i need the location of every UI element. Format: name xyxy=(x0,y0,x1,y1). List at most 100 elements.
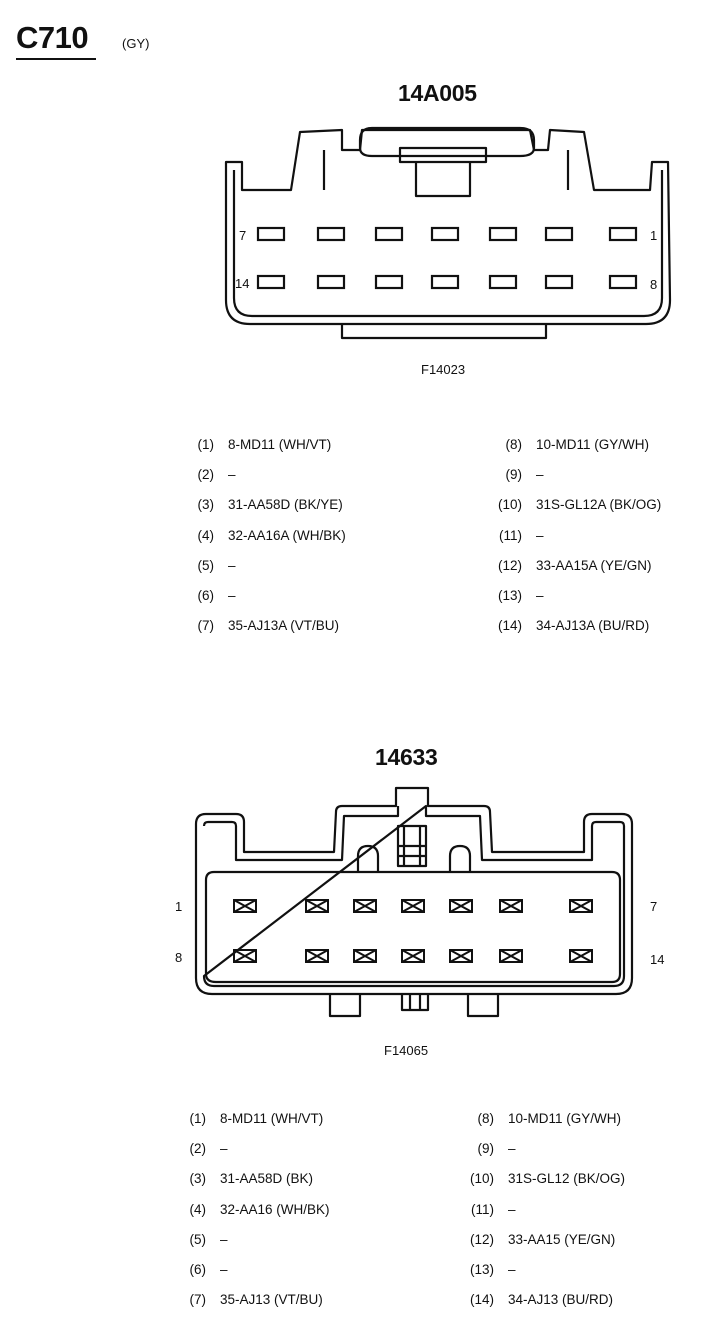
pin-number: (8) xyxy=(505,437,523,452)
pin-circuit: – xyxy=(508,1141,516,1157)
pin-number: (2) xyxy=(197,467,215,483)
cavity-b3 xyxy=(353,899,377,913)
pin-row: (4)32-AA16 (WH/BK) xyxy=(172,1202,330,1217)
title-underline xyxy=(16,58,96,60)
pin-row: (6)– xyxy=(180,588,236,603)
pin-circuit: 8-MD11 (WH/VT) xyxy=(220,1111,324,1126)
pin-row: (14)34-AJ13 (BU/RD) xyxy=(460,1292,613,1307)
bottom-pin-label-top-right: 7 xyxy=(650,899,658,914)
pin-number: (7) xyxy=(189,1292,207,1308)
pin-row: (13)– xyxy=(488,588,544,603)
pin-number: (13) xyxy=(469,1262,494,1277)
pin-number: (11) xyxy=(470,1201,494,1217)
cavity-10 xyxy=(488,274,518,290)
cavity-6 xyxy=(316,226,346,242)
pin-circuit: – xyxy=(220,1231,228,1247)
pin-number: (14) xyxy=(497,618,522,634)
cavity-b12 xyxy=(449,949,473,963)
bottom-figure-code: F14065 xyxy=(384,1043,429,1058)
pin-row: (12)33-AA15 (YE/GN) xyxy=(460,1232,615,1247)
cavity-b6 xyxy=(499,899,523,913)
cavity-11 xyxy=(430,274,460,290)
pin-circuit: – xyxy=(220,1141,228,1157)
pin-number: (10) xyxy=(469,1171,494,1187)
pin-row: (13)– xyxy=(460,1262,516,1277)
pin-row: (5)– xyxy=(172,1232,228,1247)
top-figure-code: F14023 xyxy=(421,362,466,377)
bottom-connector-part-number: 14633 xyxy=(375,744,438,770)
bottom-connector-cavities xyxy=(233,899,593,963)
pin-row: (9)– xyxy=(460,1141,516,1156)
pin-circuit: 35-AJ13 (VT/BU) xyxy=(220,1292,323,1308)
pin-circuit: – xyxy=(228,588,236,603)
pin-row: (5)– xyxy=(180,558,236,573)
cavity-b11 xyxy=(401,949,425,963)
cavity-3 xyxy=(488,226,518,242)
cavity-b13 xyxy=(499,949,523,963)
pin-row: (6)– xyxy=(172,1262,228,1277)
cavity-12 xyxy=(374,274,404,290)
pin-row: (2)– xyxy=(180,467,236,482)
pin-circuit: 35-AJ13A (VT/BU) xyxy=(228,618,340,634)
cavity-b9 xyxy=(305,949,329,963)
pin-number: (13) xyxy=(497,588,522,603)
pin-circuit: 10-MD11 (GY/WH) xyxy=(536,437,650,452)
pin-circuit: 34-AJ13 (BU/RD) xyxy=(508,1292,614,1308)
pin-number: (1) xyxy=(189,1111,207,1126)
cavity-b2 xyxy=(305,899,329,913)
cavity-5 xyxy=(374,226,404,242)
pin-number: (12) xyxy=(469,1231,494,1247)
cavity-2 xyxy=(544,226,574,242)
pin-row: (1) 8-MD11 (WH/VT) xyxy=(172,1111,324,1126)
pin-number: (9) xyxy=(505,467,523,483)
bottom-pin-label-top-left: 1 xyxy=(175,899,183,914)
pin-number: (1) xyxy=(197,437,215,452)
pin-circuit: 31S-GL12 (BK/OG) xyxy=(508,1171,626,1187)
pin-row: (10) 31S-GL12 (BK/OG) xyxy=(460,1171,625,1186)
pin-row: (11)– xyxy=(460,1202,516,1217)
pin-number: (4) xyxy=(197,527,215,543)
top-connector-part-number: 14A005 xyxy=(398,80,477,106)
pin-row: (9)– xyxy=(488,467,544,482)
cavity-b14 xyxy=(569,949,593,963)
pin-number: (3) xyxy=(197,497,215,513)
pin-circuit: 31S-GL12A (BK/OG) xyxy=(536,497,662,513)
pin-number: (6) xyxy=(189,1262,207,1277)
cavity-4 xyxy=(430,226,460,242)
top-pin-label-top-left: 7 xyxy=(239,228,247,243)
cavity-b5 xyxy=(449,899,473,913)
pin-number: (12) xyxy=(497,557,522,573)
pin-circuit: – xyxy=(536,588,544,603)
cavity-8 xyxy=(608,274,638,290)
pin-circuit: 31-AA58D (BK/YE) xyxy=(228,497,343,513)
pin-number: (5) xyxy=(189,1231,207,1247)
pin-circuit: – xyxy=(508,1201,516,1217)
cavity-14 xyxy=(256,274,286,290)
pin-row: (7)35-AJ13A (VT/BU) xyxy=(180,618,340,634)
pin-circuit: – xyxy=(536,467,544,483)
pin-number: (9) xyxy=(477,1141,495,1157)
top-pin-label-bottom-left: 14 xyxy=(235,276,250,291)
connector-color: (GY) xyxy=(122,36,150,51)
pin-row: (7) 35-AJ13 (VT/BU) xyxy=(172,1292,323,1307)
pin-number: (5) xyxy=(197,557,215,573)
pin-circuit: 33-AA15A (YE/GN) xyxy=(536,557,652,573)
cavity-7 xyxy=(256,226,286,242)
pin-number: (2) xyxy=(189,1141,207,1157)
cavity-b1 xyxy=(233,899,257,913)
pin-row: (12) 33-AA15A (YE/GN) xyxy=(488,558,652,573)
pin-circuit: – xyxy=(508,1262,516,1277)
pin-number: (11) xyxy=(498,527,522,543)
pin-circuit: 32-AA16A (WH/BK) xyxy=(228,527,346,543)
pin-circuit: 32-AA16 (WH/BK) xyxy=(220,1201,330,1217)
pin-circuit: – xyxy=(536,527,544,543)
pin-circuit: – xyxy=(228,557,236,573)
pin-row: (14)34-AJ13A (BU/RD) xyxy=(488,618,649,633)
bottom-pin-label-bottom-left: 8 xyxy=(175,950,183,965)
pin-circuit: 10-MD11 (GY/WH) xyxy=(508,1111,622,1126)
pin-row: (8)10-MD11 (GY/WH) xyxy=(460,1111,622,1126)
top-pin-label-bottom-right: 8 xyxy=(650,277,658,292)
pin-row: (3) 31-AA58D (BK/YE) xyxy=(180,497,343,512)
pin-row: (10)31S-GL12A (BK/OG) xyxy=(488,497,661,512)
